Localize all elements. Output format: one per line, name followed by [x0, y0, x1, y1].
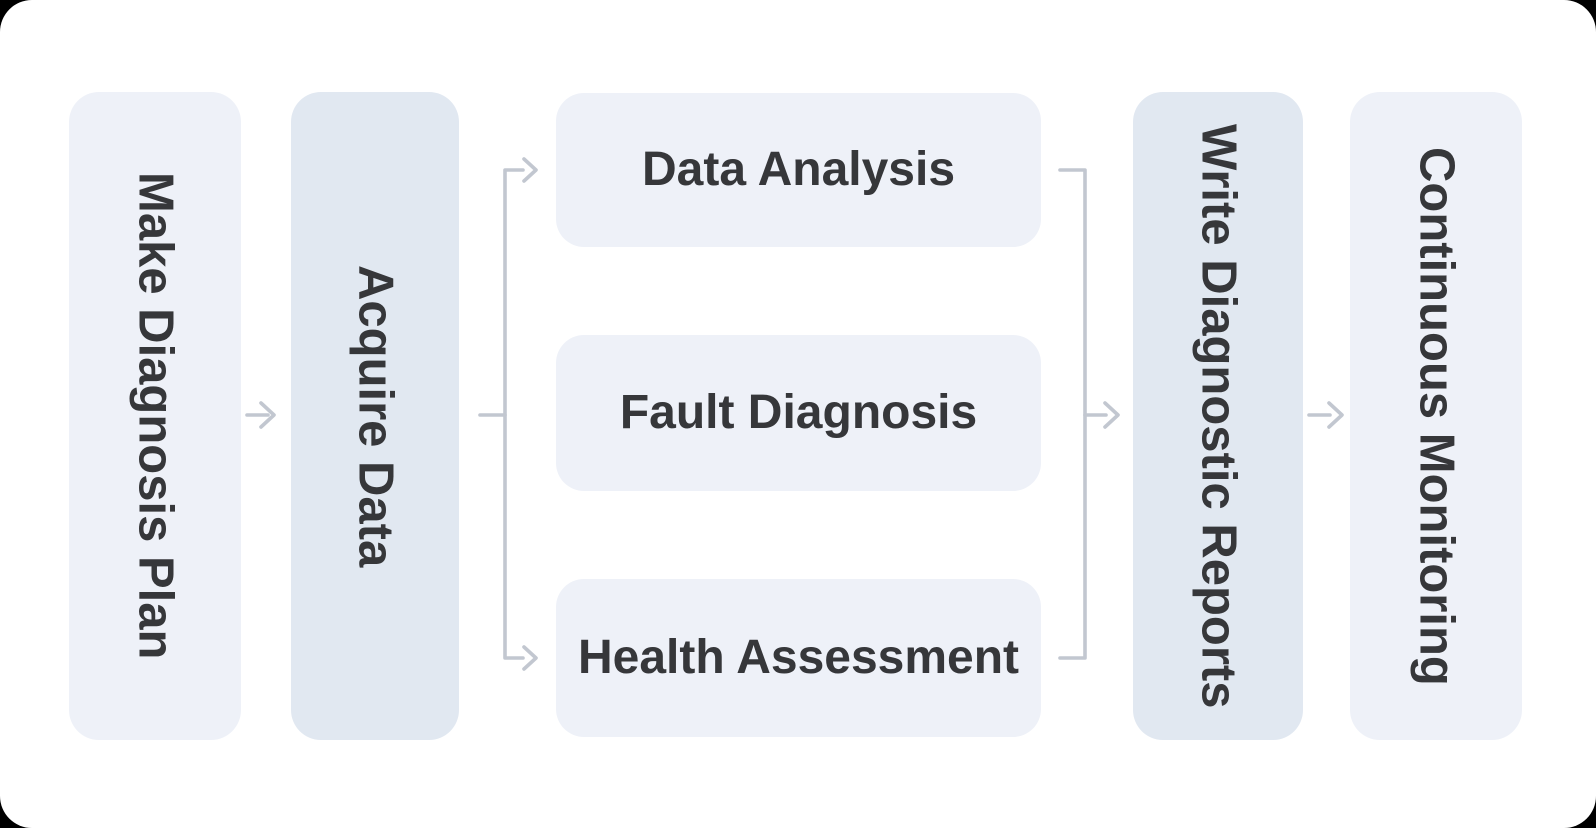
arrow-make-to-acquire	[245, 401, 276, 429]
stage-continuous-monitoring: Continuous Monitoring	[1350, 92, 1522, 740]
stage-data-analysis: Data Analysis	[556, 93, 1041, 247]
arrowhead-icon	[1103, 401, 1120, 429]
stage-label: Data Analysis	[641, 143, 956, 196]
arrowhead-icon	[522, 645, 538, 671]
stage-label: Continuous Monitoring	[1409, 146, 1464, 686]
stage-make-diagnosis-plan: Make Diagnosis Plan	[69, 92, 241, 740]
stage-acquire-data: Acquire Data	[291, 92, 459, 740]
arrowhead-icon	[259, 401, 276, 429]
stage-label: Fault Diagnosis	[619, 386, 978, 439]
arrowhead-icon	[522, 157, 538, 183]
stage-label: Write Diagnostic Reports	[1191, 123, 1246, 709]
arrowhead-icon	[1327, 401, 1344, 429]
arrow-reports-to-monitoring	[1307, 401, 1344, 429]
stage-fault-diagnosis: Fault Diagnosis	[556, 335, 1041, 491]
stage-label: Make Diagnosis Plan	[128, 172, 183, 660]
stage-health-assessment: Health Assessment	[556, 579, 1041, 737]
merge-middle-to-reports	[1058, 168, 1120, 660]
stage-write-diagnostic-reports: Write Diagnostic Reports	[1133, 92, 1303, 740]
stage-label: Acquire Data	[348, 264, 403, 568]
branch-acquire-to-middle	[478, 157, 538, 671]
stage-label: Health Assessment	[577, 631, 1020, 684]
